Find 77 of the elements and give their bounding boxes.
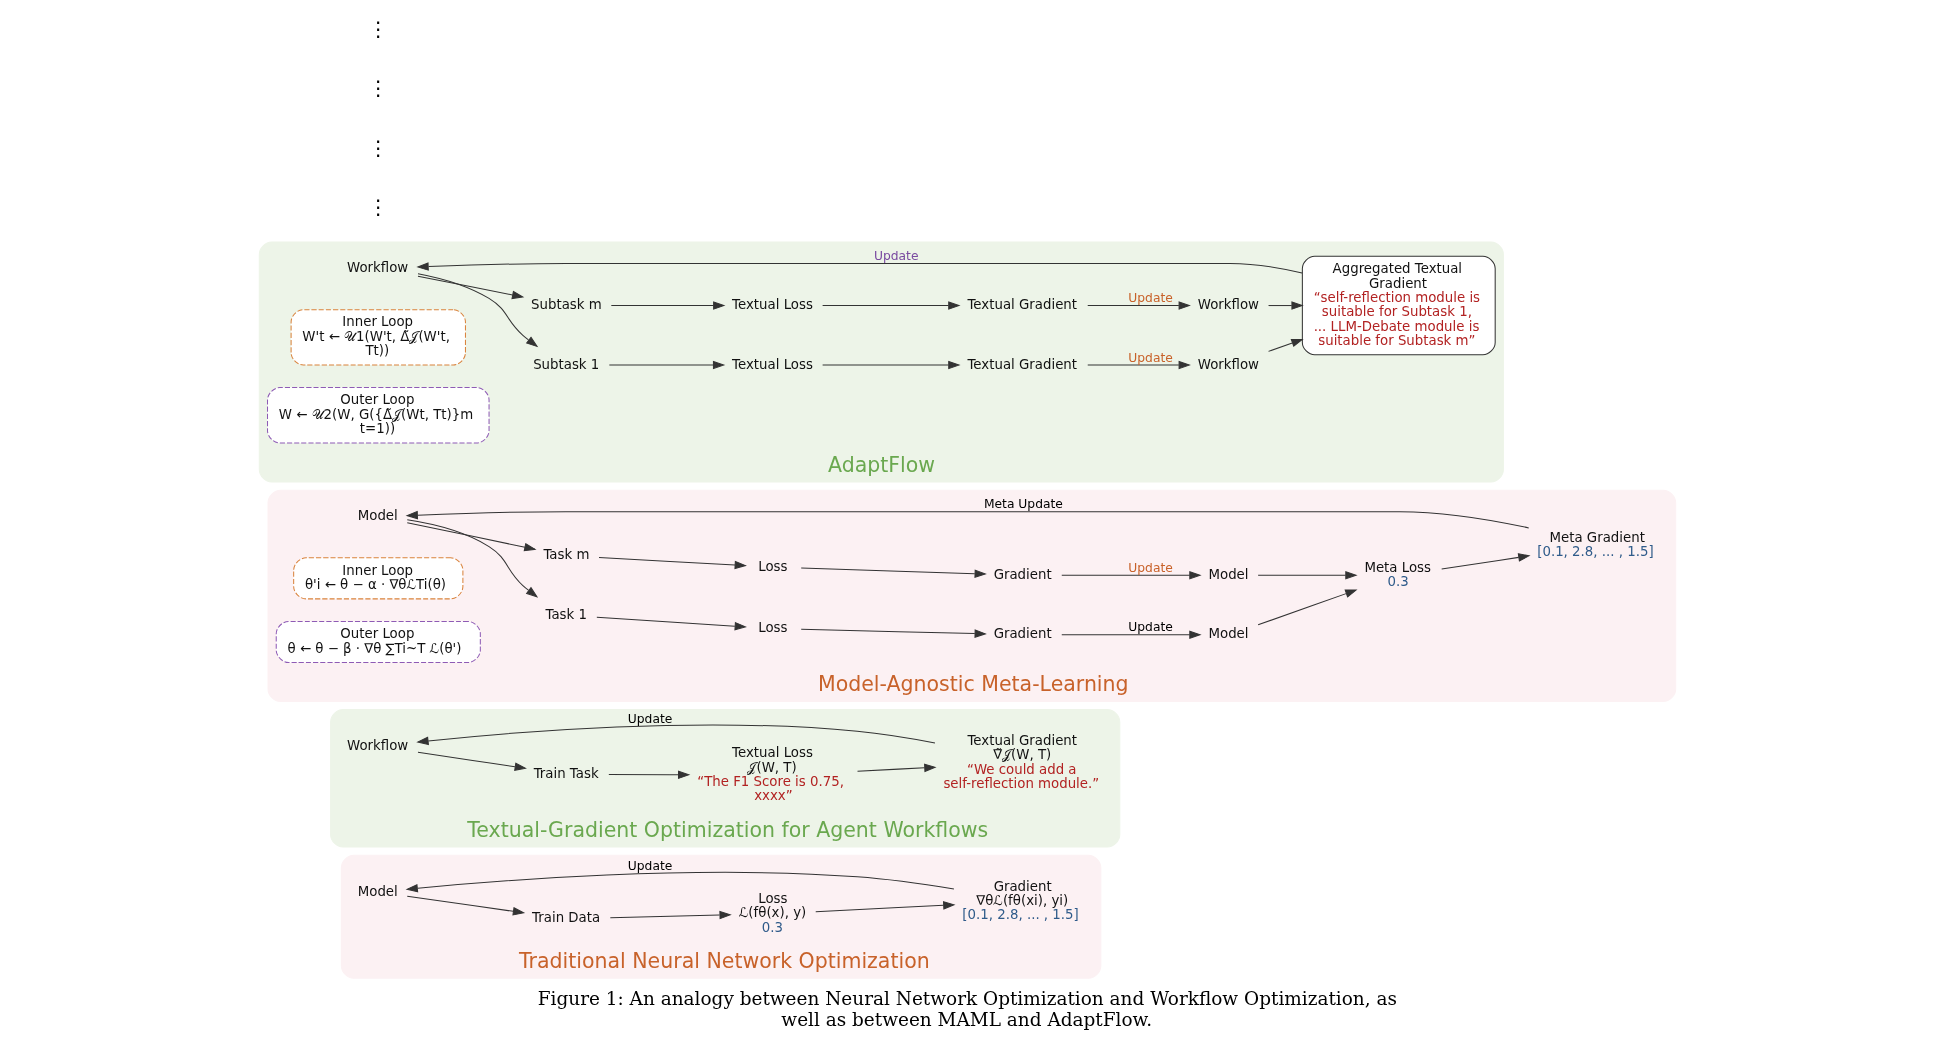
node-text: Subtask 1: [532, 356, 599, 372]
node-box: Outer Loop θ ← θ − β · ∇θ ∑Ti~T ℒ(θ'): [275, 620, 481, 663]
node-text: Textual Gradient: [967, 297, 1077, 313]
label: ⋮: [367, 195, 389, 220]
arrow: [416, 275, 524, 300]
caption: Figure 1: An analogy between Neural Network Optimization and Workflow Optimization, as well as between MAML and AdaptFlow.: [537, 988, 1397, 1030]
arrow: [595, 616, 747, 631]
arrow: [1060, 630, 1202, 640]
node-text: Gradient: [993, 626, 1052, 642]
arrow: [821, 301, 961, 310]
arrow: [406, 522, 537, 552]
node-text: Train Data: [531, 910, 600, 926]
arrow: [416, 751, 527, 771]
edge-label: Update: [1127, 620, 1173, 635]
arrow: [598, 557, 747, 570]
arrow: [1060, 570, 1202, 580]
edge-label: Update: [1127, 291, 1173, 306]
arrow: [406, 519, 538, 598]
edge-label: Update: [1127, 350, 1173, 365]
label: ⋮: [367, 135, 389, 160]
node-text: Task m: [542, 547, 589, 563]
node-text: Workflow: [1197, 297, 1259, 313]
arrow: [800, 628, 987, 638]
node-text: Loss ℒ(fθ(x), y) 0.3: [738, 890, 806, 935]
node-text: Gradient ∇θℒ(fθ(xi), yi) [0.1, 2.8, ... , 1.5]: [961, 878, 1079, 923]
arrow: [406, 895, 525, 916]
node-text: Textual Gradient: [967, 356, 1077, 372]
edge-label: Meta Update: [983, 497, 1063, 512]
node-box: Inner Loop θ'i ← θ − α · ∇θℒTi(θ): [292, 557, 463, 600]
node-text: Textual Loss: [731, 356, 813, 372]
arrow: [609, 910, 732, 920]
label: ⋮: [367, 76, 389, 101]
arrow: [607, 770, 690, 780]
node-text: Gradient: [993, 566, 1052, 582]
node-text: Workflow: [346, 260, 408, 276]
node-box: Aggregated Textual Gradient “self-reflection module is suitable for Subtask 1, ... LLM-Debate module is suitable for Subtask m”: [1301, 255, 1496, 356]
node-text: Subtask m: [530, 297, 602, 313]
edge-label: Update: [627, 859, 672, 874]
arrow: [608, 360, 725, 370]
arrow: [415, 724, 935, 746]
node-box: Outer Loop W ← 𝒰2(W, G({Δ̃𝒥(Wt, Tt)}m t=1)): [266, 387, 490, 444]
node-text: Task 1: [544, 606, 587, 622]
arrow: [1086, 360, 1191, 370]
node-text: Textual Loss 𝒥(W, T) “The F1 Score is 0.75, xxxx”: [696, 745, 844, 804]
node-text: Workflow: [1197, 356, 1259, 372]
arrow: [405, 510, 1529, 529]
arrow: [1440, 553, 1531, 570]
node-text: Loss: [757, 620, 788, 636]
arrow: [1086, 301, 1191, 310]
arrow: [1267, 301, 1304, 310]
node-text: Model: [1208, 626, 1249, 642]
arrow: [610, 301, 725, 310]
node-text: Meta Gradient [0.1, 2.8, ... , 1.5]: [1536, 529, 1654, 560]
edge-label: Update: [1127, 560, 1173, 575]
arrow: [415, 262, 1303, 274]
edge-label: Update: [873, 249, 918, 263]
node-text: Workflow: [346, 738, 408, 754]
node-text: Model: [1208, 566, 1249, 582]
node-text: Model: [357, 883, 398, 899]
arrow: [416, 273, 538, 348]
arrow: [1257, 570, 1358, 580]
arrow: [1267, 338, 1304, 352]
edge-label: Update: [627, 711, 672, 726]
node-text: Textual Loss: [731, 297, 813, 313]
node-text: Loss: [757, 558, 788, 574]
node-text: Model: [357, 508, 398, 524]
node-text: Train Task: [533, 765, 599, 781]
arrow: [800, 567, 987, 578]
node-box: Inner Loop W't ← 𝒰1(W't, Δ̃𝒥(W't, Tt)): [290, 309, 466, 366]
arrow: [856, 763, 937, 773]
arrow: [814, 901, 955, 913]
arrow: [1257, 589, 1358, 626]
node-text: Textual Gradient ∇̃𝒥(W, T) “We could add a self-reflection module.”: [942, 732, 1099, 791]
node-text: Meta Loss 0.3: [1363, 559, 1431, 589]
arrow: [821, 360, 961, 370]
arrow: [405, 871, 954, 893]
label: ⋮: [367, 16, 389, 41]
